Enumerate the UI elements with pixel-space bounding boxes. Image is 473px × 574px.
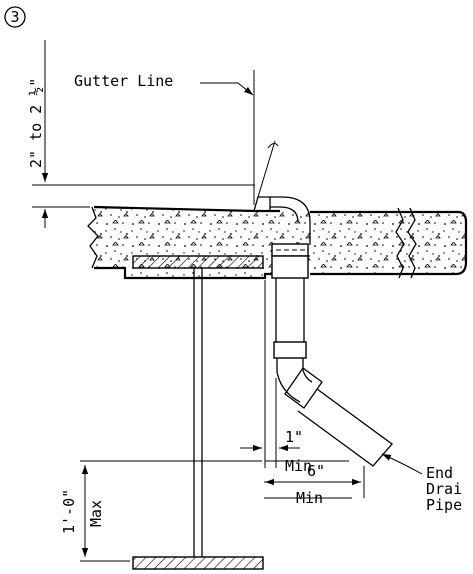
- girder-bottom-flange: [132, 556, 264, 570]
- one-foot-max-dimension: [80, 460, 262, 562]
- max-label: Max: [87, 500, 105, 527]
- one-inch-label: 1": [285, 428, 303, 446]
- one-foot-label: 1'-0": [60, 489, 78, 534]
- six-inch-label: 6": [307, 462, 325, 480]
- one-inch-min-dimension: [240, 280, 349, 468]
- one-inch-min-label: Min: [285, 457, 312, 475]
- detail-number: 3: [10, 8, 19, 26]
- girder-top-flange: [132, 255, 264, 269]
- girder-web: [193, 268, 203, 557]
- gutter-depth-dimension: [32, 40, 255, 228]
- end-drain-pipe-leader: [381, 453, 423, 475]
- drain-pipe: [270, 196, 393, 467]
- gutter-line-leader: [200, 82, 254, 96]
- end-drain-pipe-label-line3: Pipe: [426, 496, 462, 514]
- end-drain-pipe-label-line1: End: [426, 464, 453, 482]
- gutter-bar-break: [257, 140, 279, 198]
- end-drain-pipe-label-line2: Drai: [426, 480, 462, 498]
- detail-number-callout: 3: [4, 6, 26, 28]
- gutter-depth-dimension-label: 2" to 2 ½": [27, 78, 45, 168]
- six-inch-min-dimension: [264, 466, 365, 499]
- six-inch-min-label: Min: [296, 489, 323, 507]
- gutter-line-label: Gutter Line: [74, 72, 173, 90]
- gutter-insert: [253, 196, 271, 212]
